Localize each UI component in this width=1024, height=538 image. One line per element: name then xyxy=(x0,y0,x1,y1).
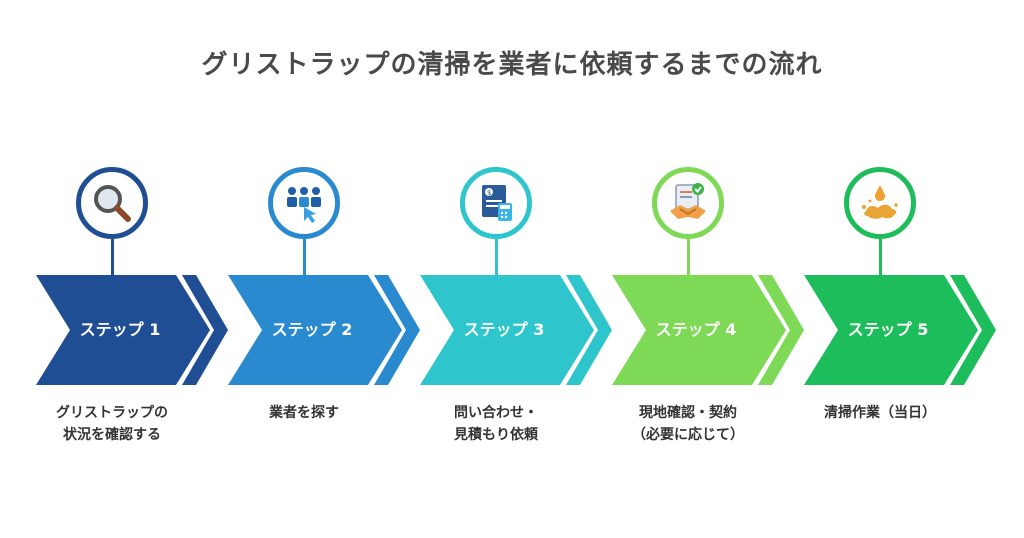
step-4-icon-circle xyxy=(652,167,724,239)
step-3-chevron xyxy=(420,275,594,385)
step-2-icon-circle xyxy=(268,167,340,239)
step-2-description: 業者を探す xyxy=(269,405,339,421)
step-4-label: ステップ 4 xyxy=(655,320,737,339)
step-4-description: 現地確認・契約 （必要に応じて） xyxy=(632,405,744,443)
step-2-stem xyxy=(303,239,306,275)
step-5-description: 清掃作業（当日） xyxy=(824,405,936,421)
magnifier-icon xyxy=(94,185,131,222)
people-select-icon xyxy=(287,187,321,223)
step-3-description: 問い合わせ・ 見積もり依頼 xyxy=(454,405,538,443)
step-4-tail-chevron xyxy=(758,275,804,385)
step-4-chevron xyxy=(612,275,786,385)
invoice-calculator-icon: $ xyxy=(482,185,512,221)
step-5-chevron xyxy=(804,275,978,385)
step-3-label: ステップ 3 xyxy=(463,320,545,339)
step-1-chevron xyxy=(36,275,210,385)
step-3-stem xyxy=(495,239,498,275)
step-5-icon-circle xyxy=(844,167,916,239)
step-3-icon-circle: $ xyxy=(460,167,532,239)
step-1-label: ステップ 1 xyxy=(79,320,161,339)
step-5-label: ステップ 5 xyxy=(847,320,929,339)
step-5-stem xyxy=(879,239,882,275)
handshake-contract-icon xyxy=(670,183,706,219)
oil-splash-icon xyxy=(862,185,898,219)
step-5-tail-chevron xyxy=(950,275,996,385)
step-1-description: グリストラップの 状況を確認する xyxy=(56,405,168,443)
step-3-tail-chevron xyxy=(566,275,612,385)
page-title: グリストラップの清掃を業者に依頼するまでの流れ xyxy=(201,50,823,80)
svg-text:$: $ xyxy=(487,189,491,197)
step-2-chevron xyxy=(228,275,402,385)
step-1-tail-chevron xyxy=(182,275,228,385)
step-1-icon-circle xyxy=(76,167,148,239)
step-2-tail-chevron xyxy=(374,275,420,385)
step-2-label: ステップ 2 xyxy=(271,320,353,339)
step-4-stem xyxy=(687,239,690,275)
step-1-stem xyxy=(111,239,114,275)
